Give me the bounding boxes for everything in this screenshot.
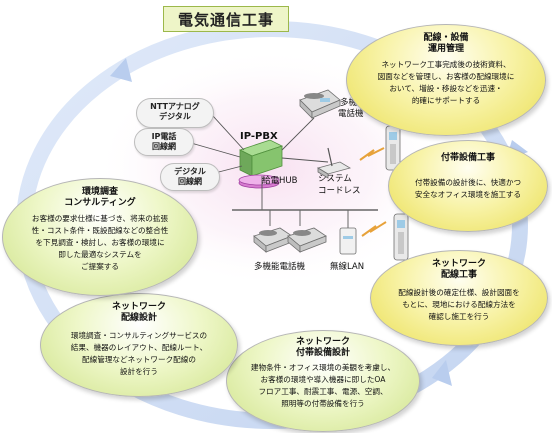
node-network-wiring-design: ネットワーク 配線設計 環境調査・コンサルティングサービスの 結果、機器のレイア… [40,293,238,397]
cordless-handset-bottom-icon [393,213,409,261]
node-wiring-management-body-2: 図面などを管理し、お客様の配線環境に [377,72,515,81]
node-environment-survey-body-4: 即した最適なシステムを [58,250,142,259]
node-wiring-management: 配線・設備 運用管理 ネットワーク工事完成後の技術資料、 図面などを管理し、お客… [346,24,546,136]
node-environment-survey-title-1: 環境調査 [81,187,118,197]
node-ancillary-work-body-2: 安全なオフィス環境を施工する [414,190,522,199]
label-wireless-lan: 無線LAN [330,262,365,272]
node-wiring-management-body-3: おいて、増設・移設などを迅速・ [389,84,503,93]
node-network-wiring-work-body-2: もとに、現地における配線方法を [402,300,516,309]
label-phones-bottom: 多機能電話機 [254,262,306,272]
node-network-ancillary-design-body-4: 照明等の付帯設備を行う [281,399,365,408]
cloud-digital-line2: 回線網 [178,177,202,186]
node-network-wiring-work-body-3: 確認し施工を行う [428,312,490,321]
node-network-ancillary-design-title-2: 付帯設備設計 [295,348,350,358]
node-network-wiring-design-title-1: ネットワーク [111,302,166,312]
label-cordless-1: システム [318,174,352,184]
cloud-ip-line1: IP電話 [151,132,177,141]
node-network-wiring-work-title-2: 配線工事 [440,270,477,280]
node-environment-survey-title-2: コンサルティング [64,198,136,208]
node-network-ancillary-design-title-1: ネットワーク [295,337,350,347]
node-network-ancillary-design-body-1: 建物条件・オフィス環境の美観を考慮し、 [250,363,396,372]
diagram-title: 電気通信工事 [163,6,289,32]
node-network-wiring-work-title-1: ネットワーク [431,259,486,269]
node-wiring-management-title-2: 運用管理 [427,44,464,54]
multifunction-phone-bottom-1-icon [253,227,293,253]
node-network-ancillary-design-body-2: お客様の環境や導入機器に即したOA [260,375,386,384]
node-wiring-management-body-1: ネットワーク工事完成後の技術資料、 [381,60,511,69]
label-phone-top-2: 電話機 [338,109,364,119]
node-network-wiring-design-body-3: 配線管理などネットワーク配線の [82,355,196,364]
node-ancillary-work: 付帯設備工事 付帯設備の設計後に、快適かつ 安全なオフィス環境を施工する [388,140,548,232]
ipbx-device-icon [238,139,284,177]
label-phone-top-1: 多機能 [340,98,366,108]
cordless-base-icon [316,147,352,179]
cloud-digital-network: デジタル 回線網 [160,163,220,191]
cloud-ntt-analog-digital: NTTアナログ デジタル [136,98,214,128]
cloud-ip-phone-network: IP電話 回線網 [134,128,194,156]
signal-bolt-bottom-icon [361,221,387,237]
wireless-lan-ap-icon [339,227,357,255]
cloud-ip-line2: 回線網 [152,142,176,151]
label-ipbx: IP-PBX [240,131,278,142]
signal-bolt-top-icon [359,147,385,161]
node-ancillary-work-body-1: 付帯設備の設計後に、快適かつ [414,178,522,187]
node-environment-survey-body-3: を下見調査・検討し、お客様の環境に [35,238,165,247]
node-network-ancillary-design: ネットワーク 付帯設備設計 建物条件・オフィス環境の美観を考慮し、 お客様の環境… [226,330,420,432]
cycle-arrow-bottom-right [432,360,452,386]
multifunction-phone-bottom-2-icon [287,227,327,253]
cloud-ntt-line1: NTTアナログ [150,102,200,111]
node-network-wiring-work: ネットワーク 配線工事 配線設計後の確定仕様、設計図面を もとに、現地における配… [370,250,548,346]
node-network-wiring-work-body-1: 配線設計後の確定仕様、設計図面を [398,288,520,297]
node-wiring-management-title-1: 配線・設備 [423,33,469,43]
node-network-wiring-design-body-2: 結果、機器のレイアウト、配線ルート、 [70,343,208,352]
node-wiring-management-body-4: 的確にサポートする [411,96,481,105]
label-cordless-2: コードレス [318,186,361,196]
node-network-wiring-design-title-2: 配線設計 [120,313,157,323]
node-ancillary-work-title: 付帯設備工事 [440,153,495,163]
multifunction-phone-top-icon [299,89,341,119]
cloud-ntt-line2: デジタル [159,112,191,121]
node-environment-survey-body-2: 性・コスト条件・既設配線などの整合性 [31,226,169,235]
node-environment-survey-body-5: ご提案する [81,262,119,271]
node-environment-survey: 環境調査 コンサルティング お客様の要求仕様に基づき、将来の拡張 性・コスト条件… [2,178,198,296]
node-network-wiring-design-body-1: 環境調査・コンサルティングサービスの [70,331,208,340]
label-hub: 給電HUB [262,176,298,186]
node-network-ancillary-design-body-3: フロア工事、耐震工事、電源、空調、 [258,387,388,396]
cloud-digital-line1: デジタル [174,167,206,176]
node-environment-survey-body-1: お客様の要求仕様に基づき、将来の拡張 [31,214,169,223]
cycle-arrow-top-left [110,58,132,82]
hub-icon [238,174,280,189]
node-network-wiring-design-body-4: 設計を行う [120,367,158,376]
